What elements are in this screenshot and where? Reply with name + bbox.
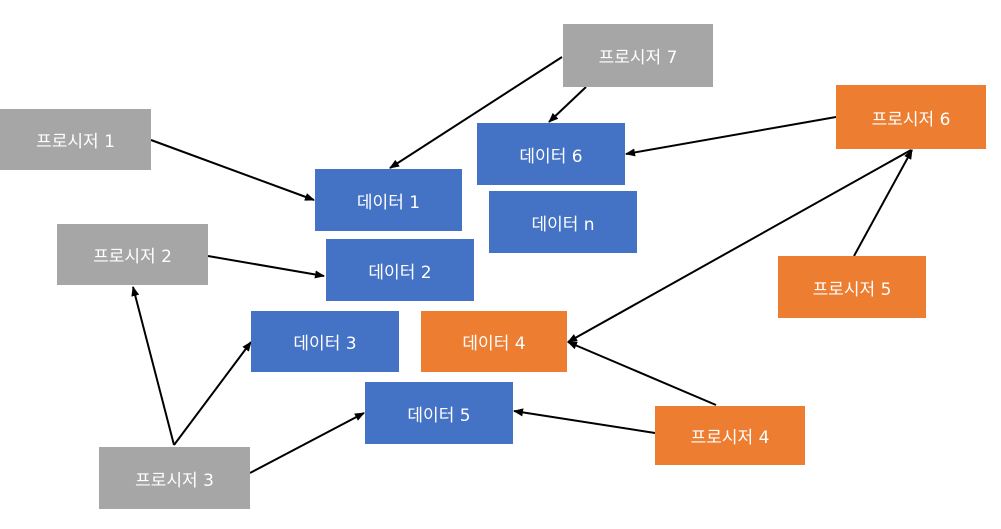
arrow-p6-to-d4 [567,149,912,343]
data-5-label: 데이터 5 [407,405,471,426]
data-5-box: 데이터 5 [365,382,513,444]
procedure-4-box: 프로시저 4 [655,406,805,465]
data-2-box: 데이터 2 [326,239,474,301]
procedure-3-label: 프로시저 3 [135,470,214,491]
arrow-p6-to-d6 [625,116,837,157]
data-n-box: 데이터 n [489,191,637,253]
arrow-p3-to-d3 [173,341,252,446]
data-4-box: 데이터 4 [421,311,567,372]
arrow-p4-to-d5 [513,408,656,434]
procedure-7-label: 프로시저 7 [598,48,678,68]
data-1-box: 데이터 1 [315,169,462,231]
procedure-5-label: 프로시저 5 [812,279,892,300]
procedure-7-box: 프로시저 7 [563,24,713,87]
procedure-6-box: 프로시저 6 [836,85,986,149]
arrow-p7-to-d1 [389,56,563,169]
procedure-3-box: 프로시저 3 [99,447,250,509]
arrow-p3-to-d5 [249,412,365,474]
procedure-6-label: 프로시저 6 [871,109,951,130]
procedure-2-box: 프로시저 2 [57,224,208,285]
data-3-box: 데이터 3 [251,311,399,372]
data-6-box: 데이터 6 [477,123,625,185]
arrow-p2-to-d2 [207,255,325,279]
arrow-p7-to-d6 [548,86,587,123]
procedure-4-label: 프로시저 4 [690,428,770,448]
procedure-5-box: 프로시저 5 [778,256,926,318]
arrow-p1-to-d1 [150,139,315,201]
arrow-p3-to-p2 [131,286,175,446]
procedure-1-box: 프로시저 1 [0,109,151,170]
data-2-label: 데이터 2 [368,262,432,283]
arrow-p5-to-p6 [853,149,913,257]
procedure-2-label: 프로시저 2 [93,247,172,267]
data-3-label: 데이터 3 [293,334,357,354]
procedure-1-label: 프로시저 1 [36,132,115,152]
data-4-label: 데이터 4 [462,334,526,354]
arrow-p4-to-d4 [567,341,717,406]
data-1-label: 데이터 1 [356,192,421,213]
data-n-label: 데이터 n [531,214,595,235]
data-6-label: 데이터 6 [519,146,583,167]
